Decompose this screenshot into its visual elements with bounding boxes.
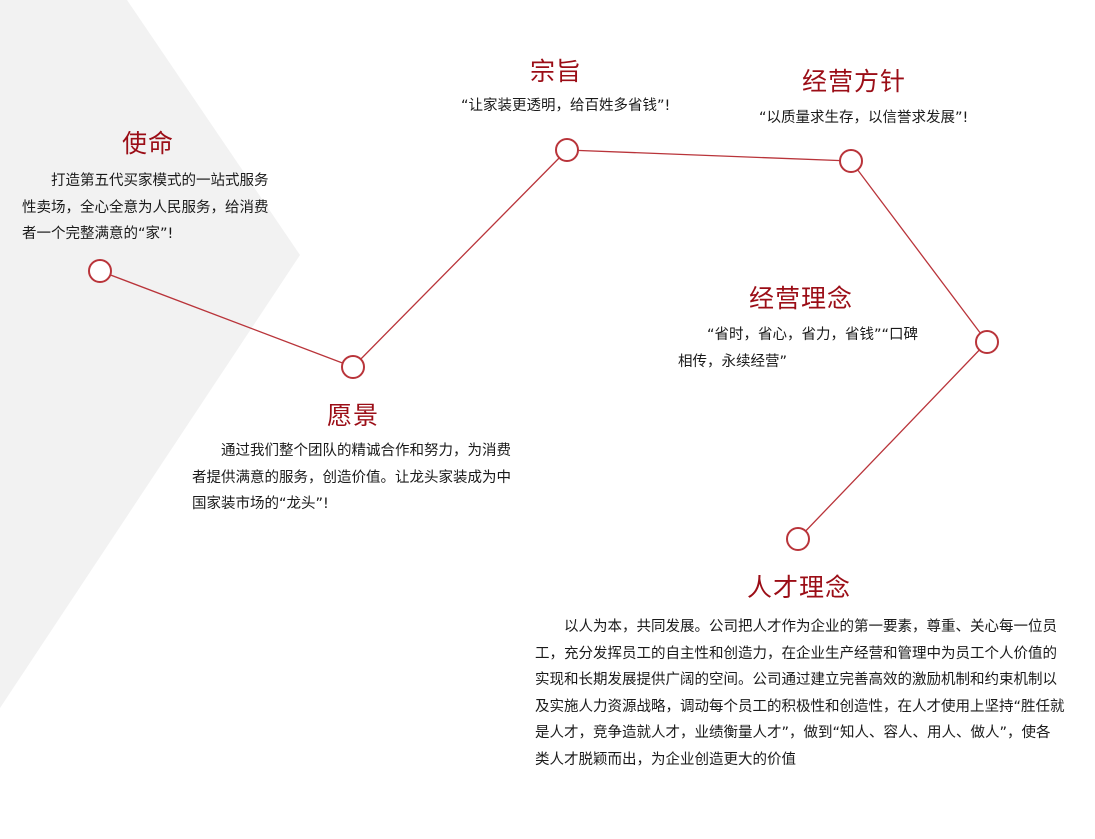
vision-title: 愿景 [327, 401, 380, 430]
purpose-title: 宗旨 [530, 57, 583, 86]
node-marker-philosophy [975, 330, 999, 354]
vision-text: 通过我们整个团队的精诚合作和努力，为消费者提供满意的服务，创造价值。让龙头家装成… [192, 443, 511, 512]
node-marker-purpose [555, 138, 579, 162]
talent-text: 以人为本，共同发展。公司把人才作为企业的第一要素，尊重、关心每一位员工，充分发挥… [535, 619, 1065, 768]
policy-title: 经营方针 [802, 67, 907, 96]
purpose-text: “让家装更透明，给百姓多省钱”! [461, 98, 671, 114]
mission-title: 使命 [122, 129, 175, 158]
node-marker-mission [88, 259, 112, 283]
philosophy-title: 经营理念 [749, 284, 854, 313]
node-marker-policy [839, 149, 863, 173]
mission-text: 打造第五代买家模式的一站式服务性卖场，全心全意为人民服务，给消费者一个完整满意的… [22, 173, 269, 242]
talent-title: 人才理念 [747, 573, 852, 602]
connector-line [352, 149, 568, 368]
connector-line [99, 270, 354, 368]
philosophy-text: “省时，省心，省力，省钱”“口碑相传，永续经营” [678, 327, 919, 370]
connector-line [850, 160, 988, 343]
policy-text: “以质量求生存，以信誉求发展”! [759, 110, 969, 126]
connector-line [566, 149, 852, 162]
node-marker-talent [786, 527, 810, 551]
node-marker-vision [341, 355, 365, 379]
connector-line [797, 341, 988, 540]
